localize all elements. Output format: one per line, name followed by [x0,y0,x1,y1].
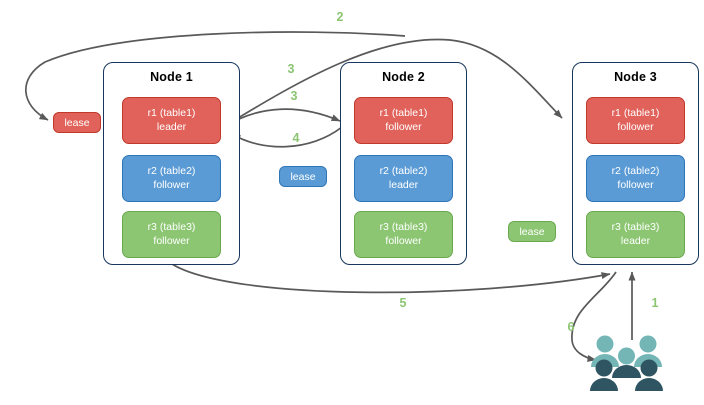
replica-label-line1: r3 (table3) [147,221,196,233]
replica-label-line2: leader [620,234,651,247]
step-label-3b: 3 [290,89,298,103]
replica-label-line2: follower [617,178,654,191]
replica-node3-r2[interactable]: r2 (table2) follower [586,155,685,202]
replica-node2-r2[interactable]: r2 (table2) leader [354,155,453,202]
replica-node1-r2[interactable]: r2 (table2) follower [122,155,221,202]
lease-badge-node3[interactable]: lease [508,221,556,242]
replica-node1-r3[interactable]: r3 (table3) follower [122,211,221,258]
replica-label-line2: follower [385,234,422,247]
edge-3-short-path [225,108,341,127]
node-title-2: Node 2 [382,70,425,84]
lease-badge-node1[interactable]: lease [53,112,101,133]
node-title-3: Node 3 [614,70,657,84]
replica-label-line1: r2 (table2) [379,165,428,177]
people-group-icon [590,335,663,391]
replica-label-line1: r2 (table2) [147,165,196,177]
lease-badge-node2[interactable]: lease [279,166,327,187]
step-label-3a: 3 [287,62,295,76]
step-label-2: 2 [336,10,344,24]
replica-node2-r3[interactable]: r3 (table3) follower [354,211,453,258]
replica-label-line2: follower [617,120,654,133]
node-title-1: Node 1 [150,70,193,84]
replica-label-line2: follower [153,234,190,247]
replica-label-line1: r2 (table2) [611,165,660,177]
replica-label-line1: r3 (table3) [611,221,660,233]
step-label-5: 5 [399,296,407,310]
step-label-1: 1 [651,296,659,310]
replica-node2-r1[interactable]: r1 (table1) follower [354,97,453,144]
replica-label-line2: leader [156,120,187,133]
replica-label-line2: follower [153,178,190,191]
replica-label-line1: r1 (table1) [147,107,196,119]
replica-label-line2: follower [385,120,422,133]
replica-label-line1: r3 (table3) [379,221,428,233]
step-label-4: 4 [292,131,300,145]
replica-label-line1: r1 (table1) [379,107,428,119]
edge-5-path [171,263,611,294]
replica-node3-r3[interactable]: r3 (table3) leader [586,211,685,258]
replica-label-line1: r1 (table1) [611,107,660,119]
replica-node1-r1[interactable]: r1 (table1) leader [122,97,221,144]
step-label-6: 6 [567,320,575,334]
replica-label-line2: leader [388,178,419,191]
replica-node3-r1[interactable]: r1 (table1) follower [586,97,685,144]
